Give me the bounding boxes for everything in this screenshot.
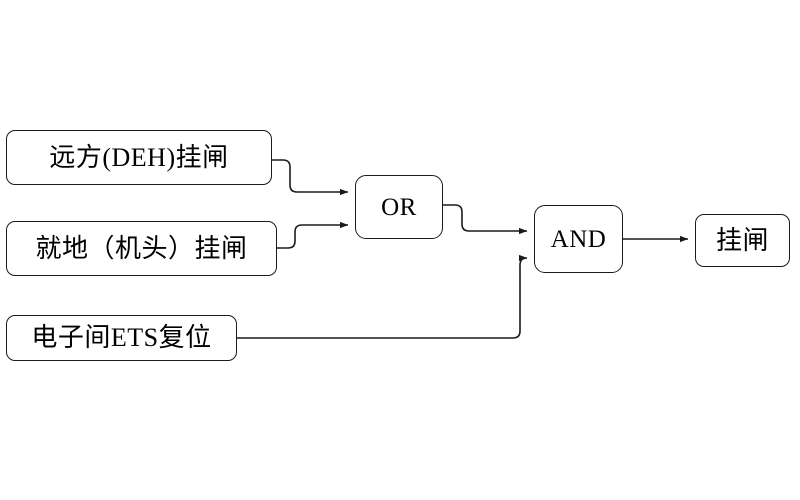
or-gate-box[interactable]: OR [355,175,443,239]
wire-local-head-to-or [277,221,349,249]
input-box-ets-reset-label: 电子间ETS复位 [31,323,212,352]
input-box-local-head[interactable]: 就地（机头）挂闸 [6,221,277,276]
output-box-latch-label: 挂闸 [715,225,769,255]
wire-ets-to-and [237,254,528,339]
input-box-ets-reset[interactable]: 电子间ETS复位 [6,315,237,361]
or-gate-label: OR [381,193,417,221]
and-gate-box[interactable]: AND [534,205,623,273]
output-box-latch[interactable]: 挂闸 [695,214,790,267]
input-box-remote-deh[interactable]: 远方(DEH)挂闸 [6,130,272,185]
input-box-remote-deh-label: 远方(DEH)挂闸 [49,142,229,172]
wire-remote-deh-to-or [272,159,349,196]
wire-or-to-and [443,204,528,235]
input-box-local-head-label: 就地（机头）挂闸 [35,233,248,263]
and-gate-label: AND [550,225,607,253]
